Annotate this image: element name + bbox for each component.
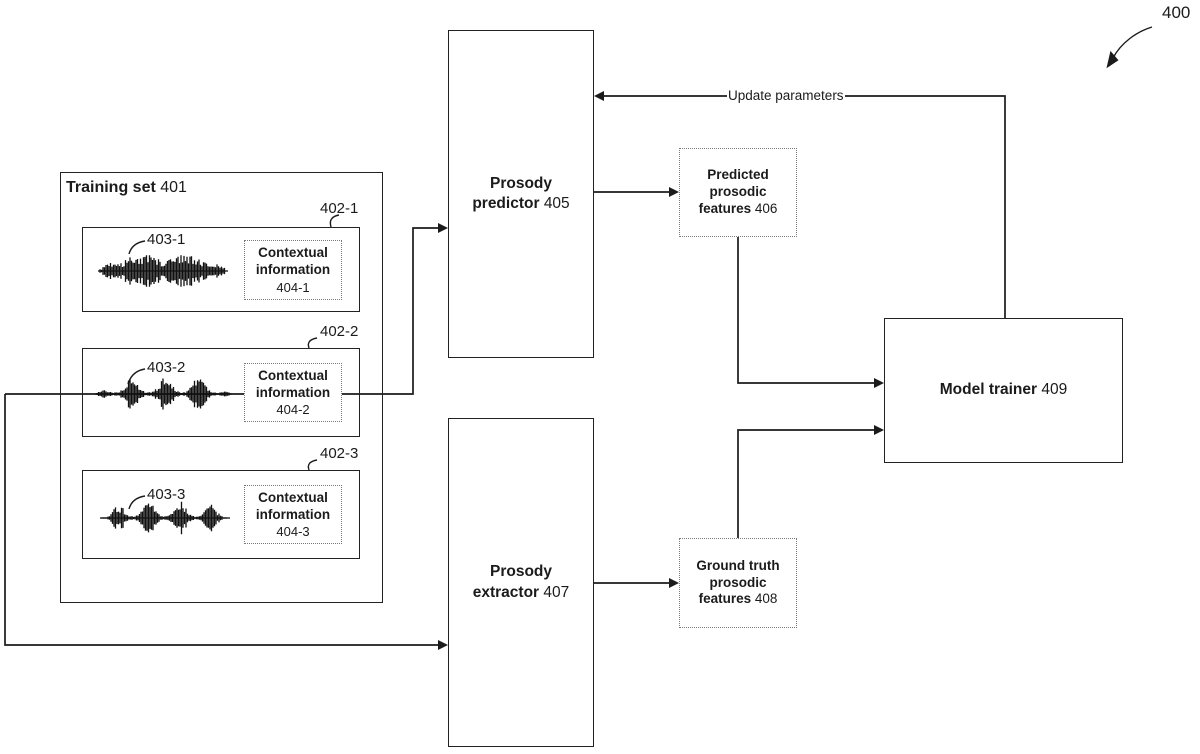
training-sample-box-1 [82, 227, 360, 312]
contextual-info-box-2: Contextual information 404-2 [244, 363, 342, 422]
contextual-info-box-3: Contextual information 404-3 [244, 485, 342, 544]
model-trainer-title: Model trainer [939, 381, 1038, 399]
contextual-info-title-3: Contextual information [255, 489, 331, 522]
contextual-info-ref-3: 404-3 [276, 524, 310, 540]
prosody-extractor-box: Prosody extractor 407 [448, 418, 594, 747]
figure-ref-arrowhead [1106, 50, 1119, 69]
prosody-extractor-ref: 407 [543, 583, 570, 601]
training-sample-box-2 [82, 348, 360, 437]
arrowheads [438, 91, 884, 650]
sample-ref-1: 402-1 [320, 200, 359, 217]
ground-truth-features-ref: 408 [754, 591, 778, 607]
ground-truth-features-box: Ground truth prosodic features 408 [679, 538, 797, 628]
predicted-features-ref: 406 [754, 200, 778, 216]
audio-waveform-1 [98, 255, 228, 287]
waveform-ref-2: 403-2 [147, 359, 186, 376]
figure-ref: 400 [1162, 3, 1191, 22]
prosody-extractor-title: Prosody extractor [472, 563, 552, 601]
update-parameters-label: Update parameters [727, 88, 845, 103]
ground-truth-features-title: Ground truth prosodic features [696, 557, 780, 607]
prosody-predictor-ref: 405 [543, 195, 570, 212]
training-sample-box-3 [82, 470, 360, 559]
contextual-info-box-1: Contextual information 404-1 [244, 240, 342, 300]
audio-waveform-2 [95, 378, 232, 410]
waveform-ref-1: 403-1 [147, 231, 186, 248]
predicted-features-box: Predicted prosodic features 406 [679, 148, 797, 237]
contextual-info-ref-2: 404-2 [276, 402, 310, 418]
audio-waveform-3 [100, 501, 230, 535]
prosody-predictor-box: Prosody predictor 405 [448, 30, 594, 358]
predicted-features-title: Predicted prosodic features [698, 167, 769, 216]
prosody-predictor-title: Prosody predictor [472, 174, 552, 212]
model-trainer-box: Model trainer 409 [884, 318, 1123, 463]
contextual-info-title-2: Contextual information [255, 367, 331, 400]
waveform-ref-3: 403-3 [147, 486, 186, 503]
training-set-title: Training set 401 [66, 179, 187, 196]
sample-ref-3: 402-3 [320, 445, 359, 462]
contextual-info-ref-1: 404-1 [276, 279, 310, 295]
contextual-info-title-1: Contextual information [255, 245, 331, 277]
training-set-box [60, 172, 383, 603]
sample-ref-2: 402-2 [320, 323, 359, 340]
model-trainer-ref: 409 [1041, 381, 1068, 399]
